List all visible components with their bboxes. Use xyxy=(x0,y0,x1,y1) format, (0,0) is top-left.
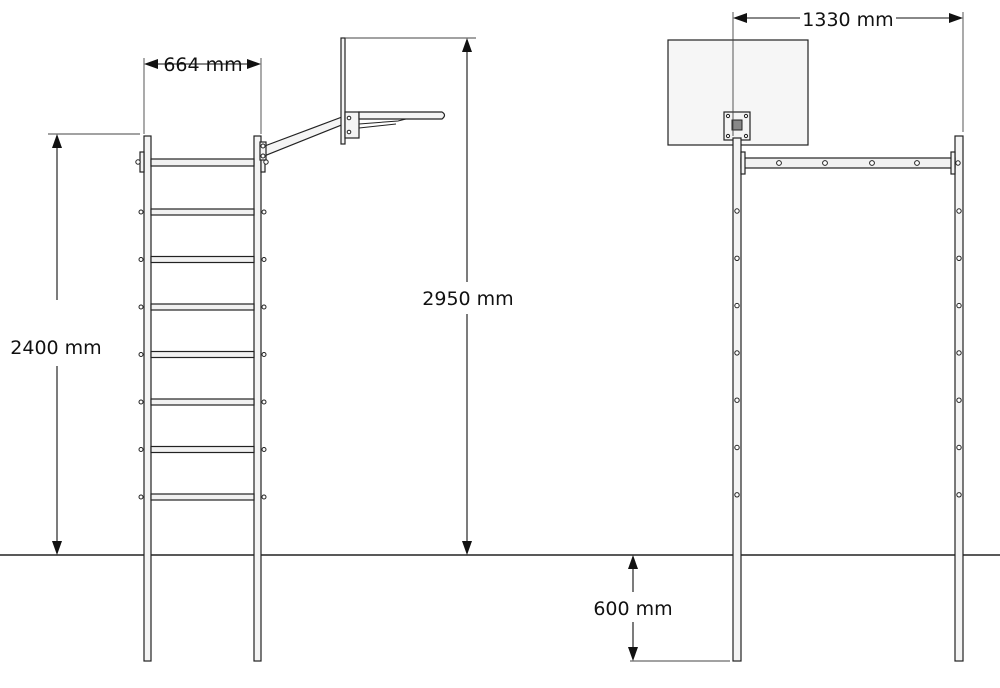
crossbar-flange-right xyxy=(950,151,956,175)
crossbar-flange-left xyxy=(740,151,746,175)
post-hole xyxy=(956,444,962,451)
rung-bolt xyxy=(138,304,144,310)
post-hole xyxy=(734,492,740,498)
rim-brace xyxy=(358,123,397,129)
bolt xyxy=(346,115,352,121)
rim-bracket xyxy=(344,111,360,139)
rim-side xyxy=(358,111,446,120)
rung-bolt xyxy=(138,257,144,262)
post-hole xyxy=(956,350,962,356)
dim-2400-label: 2400 mm xyxy=(10,337,101,359)
ladder-rung xyxy=(150,255,255,264)
post-hole xyxy=(956,255,962,261)
rung-bolt xyxy=(138,399,144,405)
rung-bolt xyxy=(261,399,267,405)
rung-bolt xyxy=(261,352,267,357)
ladder-rung xyxy=(150,208,255,216)
dim-2950: 2950 mm xyxy=(345,37,514,555)
dim-600: 600 mm xyxy=(593,555,730,662)
bolt xyxy=(260,143,266,149)
post-hole xyxy=(734,397,740,403)
bolt xyxy=(776,160,782,166)
frame-side-view: 1330 mm 600 mm xyxy=(593,9,964,662)
post-hole xyxy=(956,302,962,309)
backboard-side xyxy=(340,37,346,145)
bolt xyxy=(743,113,749,119)
dim-664: 664 mm xyxy=(143,54,262,134)
dim-1330-label: 1330 mm xyxy=(802,9,893,31)
ladder-top-bar xyxy=(150,158,255,167)
dim-664-label: 664 mm xyxy=(163,54,242,76)
bolt xyxy=(135,159,141,165)
ladder-rung xyxy=(150,350,255,359)
ladder-right-post xyxy=(253,135,262,662)
bolt xyxy=(869,160,875,166)
rung-bolt xyxy=(138,447,144,452)
rung-bolt xyxy=(261,494,267,500)
dim-2950-label: 2950 mm xyxy=(422,288,513,310)
side-crossbar xyxy=(740,157,956,169)
ladder-rung xyxy=(150,303,255,311)
bolt xyxy=(914,160,920,166)
rung-bolt xyxy=(261,257,267,262)
ladder-rung xyxy=(150,493,255,501)
rim-brace xyxy=(358,118,407,125)
ladder-front-view: 664 mm 2400 mm 2950 mm xyxy=(10,37,514,662)
rung-bolt xyxy=(261,447,267,452)
rung-bolt xyxy=(261,209,267,215)
post-hole xyxy=(734,302,740,309)
rung-bolt xyxy=(138,209,144,215)
dim-1330: 1330 mm xyxy=(732,9,964,136)
rung-bolt xyxy=(138,352,144,357)
ladder-rungs xyxy=(138,208,267,501)
rung-bolt xyxy=(261,304,267,310)
bolt xyxy=(955,160,961,166)
bolt xyxy=(346,129,352,135)
bolt xyxy=(725,113,731,119)
ladder-rung xyxy=(150,398,255,406)
arm-mount-plate xyxy=(259,141,267,161)
post-hole xyxy=(734,255,740,261)
bolt xyxy=(725,133,731,139)
dim-2400: 2400 mm xyxy=(10,133,140,555)
post-hole xyxy=(734,208,740,214)
post-hole xyxy=(956,397,962,403)
support-arm xyxy=(261,116,345,157)
bolt xyxy=(260,153,266,159)
post-holes xyxy=(734,208,962,498)
dim-600-label: 600 mm xyxy=(593,598,672,620)
post-hole xyxy=(956,492,962,498)
post-hole xyxy=(734,350,740,356)
mount-square xyxy=(731,119,743,131)
rung-bolt xyxy=(138,494,144,500)
post-hole xyxy=(734,444,740,451)
bolt xyxy=(743,133,749,139)
backboard-arm-side xyxy=(259,37,446,161)
post-hole xyxy=(956,208,962,214)
ladder-rung xyxy=(150,445,255,454)
bolt xyxy=(822,160,828,166)
ladder-left-post xyxy=(143,135,152,662)
